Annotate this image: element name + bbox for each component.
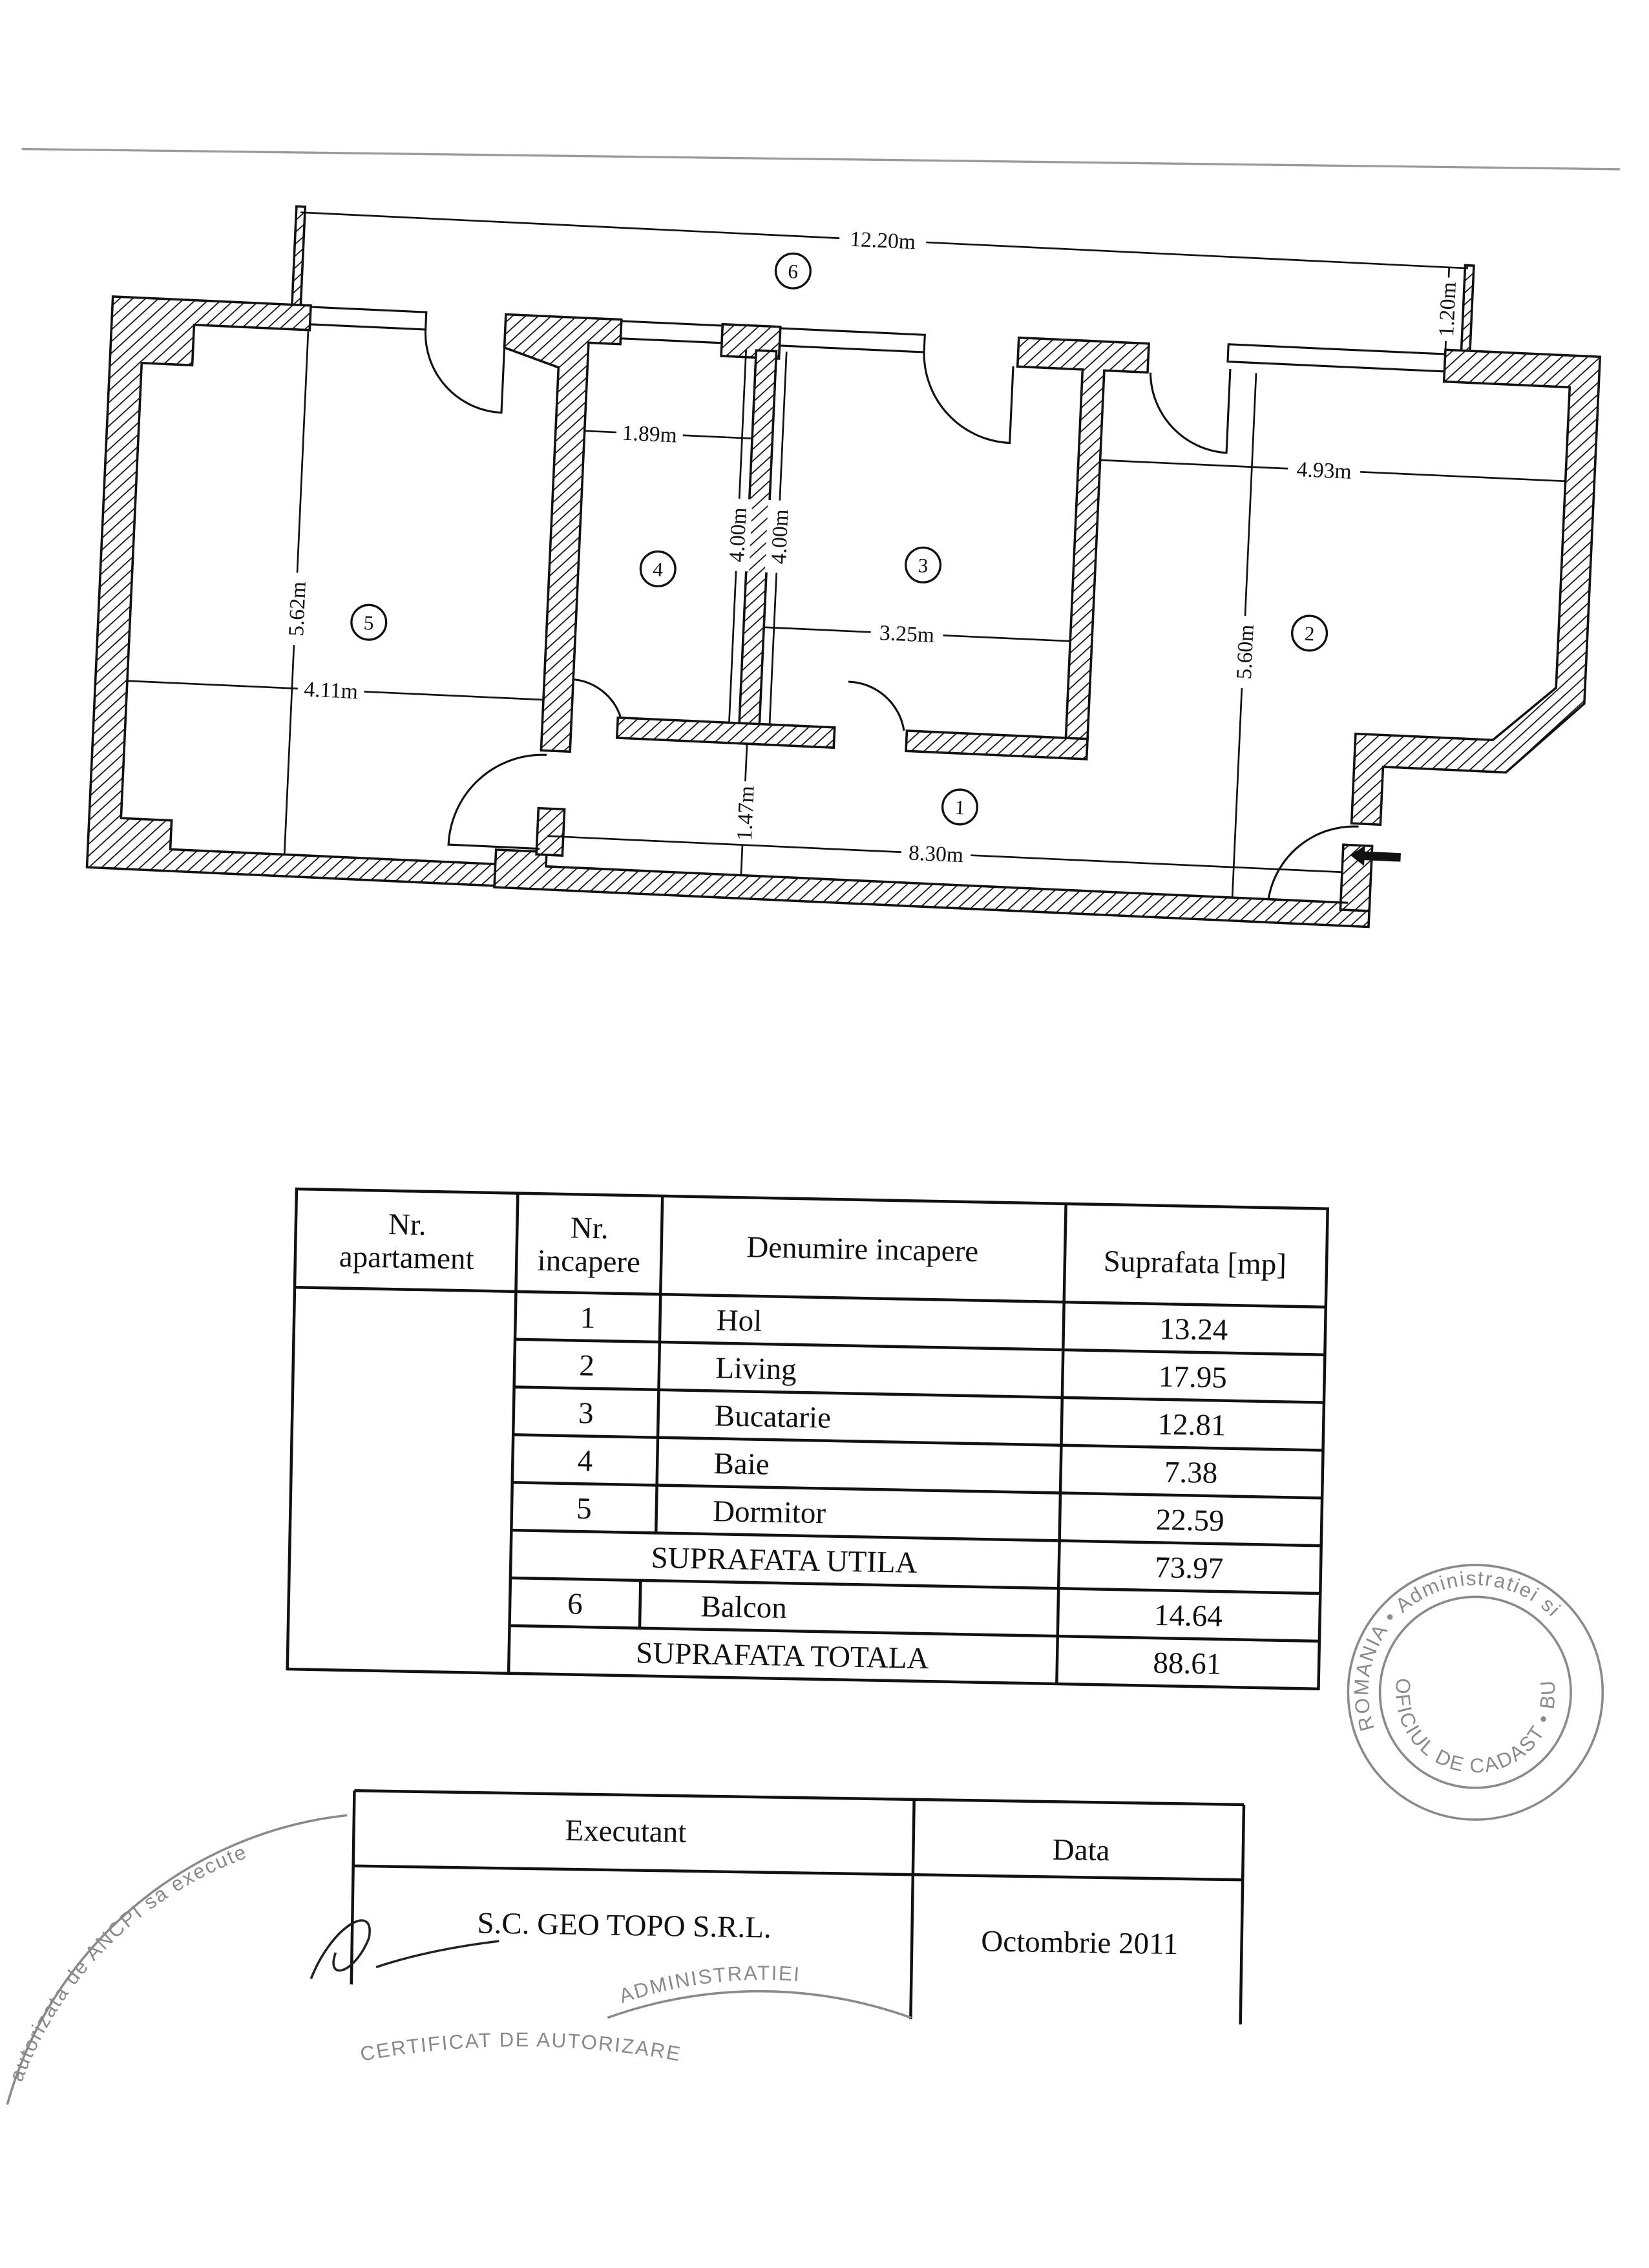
table-row-balcon: 6 Balcon 14.64: [567, 1587, 1223, 1633]
dim-living-width: 4.93m: [1296, 457, 1352, 484]
header-nr-apartament-2: apartament: [339, 1240, 474, 1276]
svg-text:Dormitor: Dormitor: [713, 1495, 826, 1530]
table-row: 5 Dormitor 22.59: [576, 1492, 1224, 1538]
svg-text:22.59: 22.59: [1155, 1503, 1224, 1538]
svg-text:1: 1: [580, 1301, 595, 1334]
svg-text:Balcon: Balcon: [700, 1590, 787, 1625]
dim-baie-width: 1.89m: [622, 421, 677, 448]
room-marker-2: 2: [1291, 614, 1329, 652]
svg-text:3: 3: [578, 1396, 594, 1430]
svg-text:17.95: 17.95: [1159, 1360, 1228, 1395]
room-marker-4: 4: [639, 550, 677, 587]
svg-text:SUPRAFATA TOTALA: SUPRAFATA TOTALA: [636, 1636, 929, 1675]
table-row: 3 Bucatarie 12.81: [578, 1396, 1226, 1442]
svg-text:4: 4: [653, 558, 664, 581]
svg-text:SUPRAFATA UTILA: SUPRAFATA UTILA: [651, 1541, 918, 1580]
table-header: Nr. apartament Nr. incapere Denumire inc…: [339, 1208, 1287, 1282]
executant-label: Executant: [565, 1814, 687, 1849]
svg-text:2: 2: [1304, 622, 1315, 646]
date-value: Octombrie 2011: [981, 1924, 1179, 1961]
svg-text:7.38: 7.38: [1164, 1455, 1218, 1490]
dim-dormitor-width: 4.11m: [304, 677, 359, 704]
table-row: 1 Hol 13.24: [580, 1301, 1228, 1347]
dim-hol-length: 8.30m: [908, 841, 963, 867]
header-suprafata: Suprafata [mp]: [1103, 1244, 1287, 1281]
dim-bucatarie-width: 3.25m: [879, 621, 934, 647]
data-label: Data: [1052, 1833, 1110, 1867]
dim-balcony-length: 12.20m: [850, 227, 916, 255]
entrance-arrow-icon: [1350, 845, 1401, 866]
svg-text:5: 5: [363, 611, 374, 635]
header-nr-apartament-1: Nr.: [388, 1208, 426, 1242]
svg-text:Bucatarie: Bucatarie: [714, 1399, 831, 1434]
header-nr-incapere-1: Nr.: [570, 1211, 609, 1245]
svg-text:88.61: 88.61: [1153, 1646, 1222, 1681]
walls: [85, 295, 1602, 929]
dim-bucatarie-length: 4.00m: [767, 509, 793, 564]
executant-name: S.C. GEO TOPO S.R.L.: [477, 1906, 772, 1944]
dim-dormitor-length: 5.62m: [284, 581, 311, 636]
dimension-lines: 12.20m 1.20m 1.89m 4.00m 4.00m 3.25m 4.9…: [127, 211, 1566, 898]
room-marker-3: 3: [905, 546, 942, 583]
scan-edge-line: [21, 147, 1621, 171]
floor-plan: 12.20m 1.20m 1.89m 4.00m 4.00m 3.25m 4.9…: [85, 205, 1602, 929]
svg-text:6: 6: [567, 1587, 583, 1621]
header-nr-incapere-2: incapere: [537, 1244, 640, 1279]
windows: [309, 306, 1447, 373]
table-row-suprafata-utila: SUPRAFATA UTILA 73.97: [651, 1541, 1223, 1586]
svg-text:6: 6: [788, 260, 799, 283]
svg-text:5: 5: [576, 1492, 592, 1526]
svg-text:1: 1: [954, 796, 965, 819]
svg-text:14.64: 14.64: [1154, 1599, 1223, 1633]
svg-text:Baie: Baie: [713, 1447, 770, 1482]
svg-text:12.81: 12.81: [1157, 1407, 1226, 1442]
svg-text:73.97: 73.97: [1155, 1551, 1224, 1586]
svg-text:2: 2: [579, 1349, 594, 1382]
svg-text:13.24: 13.24: [1159, 1312, 1228, 1347]
table-row: 4 Baie 7.38: [577, 1444, 1218, 1490]
table-row-suprafata-totala: SUPRAFATA TOTALA 88.61: [636, 1636, 1222, 1681]
room-marker-6: 6: [774, 252, 812, 289]
room-marker-1: 1: [941, 788, 979, 826]
table-row: 2 Living 17.95: [579, 1349, 1227, 1394]
room-marker-5: 5: [350, 604, 388, 641]
doors: [424, 329, 1359, 904]
signoff-table: Executant Data S.C. GEO TOPO S.R.L. Octo…: [350, 1789, 1246, 2025]
svg-text:Hol: Hol: [716, 1304, 762, 1338]
dim-living-length: 5.60m: [1232, 624, 1259, 680]
svg-text:4: 4: [577, 1444, 593, 1478]
area-table: Nr. apartament Nr. incapere Denumire inc…: [286, 1187, 1329, 1691]
dim-balcony-depth: 1.20m: [1434, 282, 1461, 337]
svg-text:Living: Living: [715, 1351, 797, 1386]
dim-hol-width: 1.47m: [733, 785, 759, 841]
signature: [310, 1919, 499, 1979]
dim-baie-length: 4.00m: [725, 507, 751, 563]
svg-text:3: 3: [918, 554, 929, 577]
header-denumire: Denumire incapere: [746, 1230, 979, 1268]
